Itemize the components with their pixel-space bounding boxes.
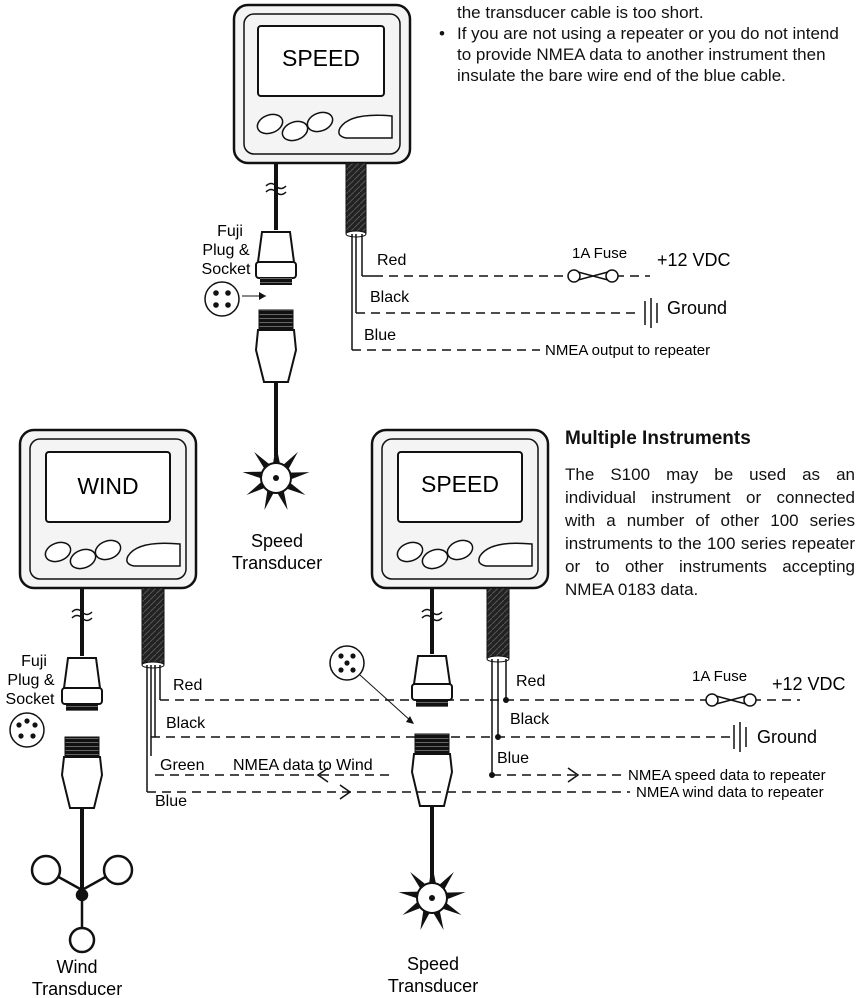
wind-display-label: WIND (77, 473, 138, 499)
plug-label-line: Plug & (202, 242, 249, 259)
top-fuji-plug-label: Fuji Plug & Socket (202, 223, 266, 317)
plug-label-line: Fuji (21, 653, 47, 670)
bottom-ground-icon (733, 722, 747, 752)
arrow-right-icon (339, 784, 352, 800)
arrow-right-icon (567, 767, 580, 783)
speed-wire-blue: Blue (497, 750, 529, 767)
bottom-speed-transducer-icon (398, 864, 466, 930)
bottom-socket-icon (329, 645, 414, 724)
top-speed-instrument: SPEED (232, 3, 412, 165)
note-blue-cable-text: If you are not using a repeater or you d… (457, 24, 839, 85)
bottom-supply-label: +12 VDC (772, 674, 846, 694)
speed-wire-black: Black (510, 711, 550, 728)
plug-label-line: Fuji (217, 223, 243, 240)
wind-power-cable (141, 587, 165, 792)
section-title: Multiple Instruments (565, 428, 751, 449)
socket-icon (9, 712, 45, 748)
bottom-ground-label: Ground (757, 727, 817, 747)
section-body: The S100 may be used as an individual in… (565, 465, 855, 599)
wind-instrument: WIND (18, 428, 198, 590)
wind-wire-black: Black (166, 715, 206, 732)
installation-notes: the transducer cable is too short. • If y… (437, 2, 857, 86)
wire-label-black: Black (370, 289, 410, 306)
supply-label: +12 VDC (657, 250, 731, 270)
nmea-output-label: NMEA output to repeater (545, 342, 710, 359)
wire-label-red: Red (377, 252, 406, 269)
speed-wire-red: Red (516, 673, 545, 690)
nmea-wind-label: NMEA wind data to repeater (636, 784, 824, 801)
bottom-speed-transducer-cable (410, 588, 454, 880)
plug-label-line: Socket (202, 261, 251, 278)
nmea-speed-label: NMEA speed data to repeater (628, 767, 826, 784)
wire-label-blue: Blue (364, 327, 396, 344)
note-continuation: the transducer cable is too short. (457, 3, 704, 22)
note-blue-cable: • If you are not using a repeater or you … (437, 23, 857, 86)
bottom-fuse-icon (705, 693, 757, 707)
wind-wire-green: Green (160, 757, 204, 774)
wind-wire-red: Red (173, 677, 202, 694)
bottom-speed-display-label: SPEED (421, 471, 499, 497)
plug-label-line: Socket (6, 691, 55, 708)
wind-transducer-label-line2: Transducer (32, 979, 122, 998)
fuse-label: 1A Fuse (572, 245, 627, 262)
wind-transducer-icon (30, 854, 134, 954)
wind-transducer-label-line1: Wind (56, 957, 97, 977)
top-speed-transducer-icon (242, 444, 310, 510)
bottom-speed-instrument: SPEED (370, 428, 550, 590)
nmea-to-wind-label: NMEA data to Wind (233, 757, 373, 774)
top-power-cable (345, 162, 367, 350)
top-wires (352, 275, 650, 351)
bottom-speed-power-cable (486, 587, 510, 778)
arrow-icon (259, 292, 266, 300)
arrow-icon (406, 716, 414, 724)
socket-icon (204, 281, 240, 317)
bottom-fuji-plug-label: Fuji Plug & Socket (6, 653, 55, 748)
top-display-label: SPEED (282, 45, 360, 71)
top-transducer-label-line1: Speed (251, 531, 303, 551)
top-transducer-cable (254, 163, 298, 456)
bullet-icon: • (439, 24, 445, 43)
top-transducer-label-line2: Transducer (232, 553, 322, 573)
top-fuse-icon (567, 269, 619, 283)
bottom-fuse-label: 1A Fuse (692, 668, 747, 685)
bottom-transducer-label-line2: Transducer (388, 976, 478, 996)
bottom-bus-wires (147, 699, 800, 793)
top-ground-icon (644, 298, 658, 328)
wind-transducer-cable (60, 588, 104, 890)
wind-wire-blue: Blue (155, 793, 187, 810)
arrow-left-icon (316, 767, 329, 783)
ground-label: Ground (667, 298, 727, 318)
plug-label-line: Plug & (7, 672, 54, 689)
bottom-transducer-label-line1: Speed (407, 954, 459, 974)
